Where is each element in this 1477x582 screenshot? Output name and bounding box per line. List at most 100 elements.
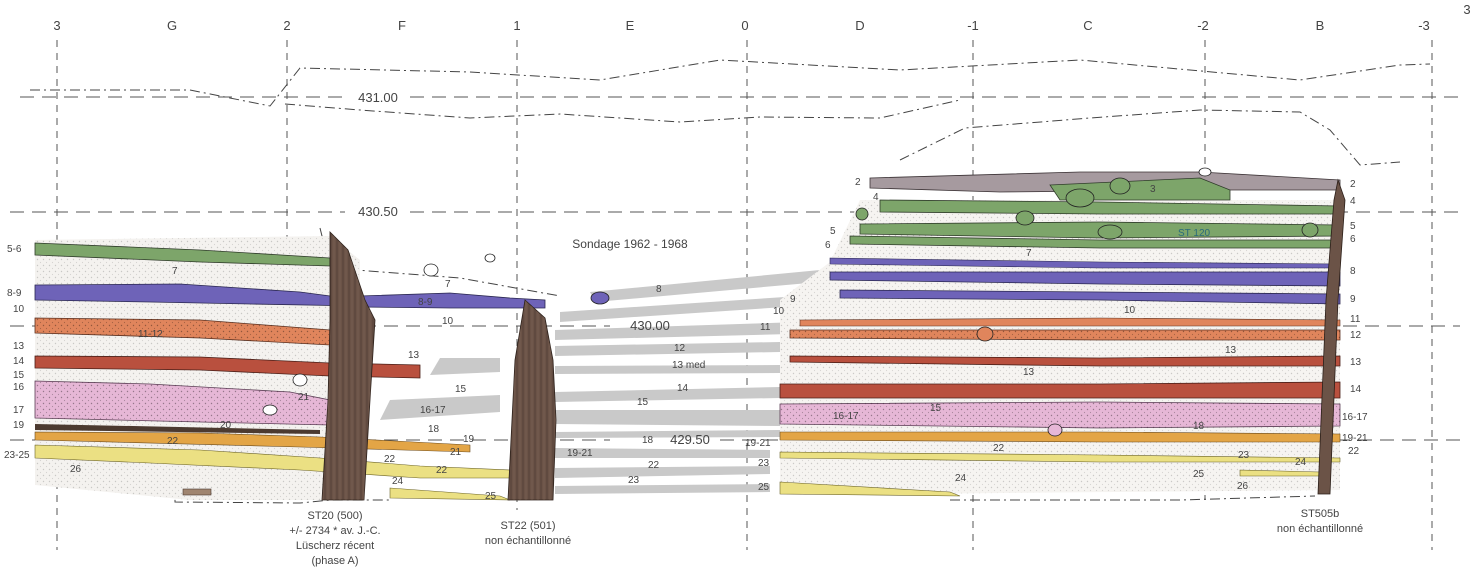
layer-label: 13 med — [672, 360, 705, 371]
layer-label: 16-17 — [420, 405, 446, 416]
post-caption: ST22 (501) — [500, 520, 555, 532]
left-label: 15 — [13, 370, 25, 381]
layer-label: 21 — [450, 447, 462, 458]
layer-label: 8-9 — [418, 297, 433, 308]
right-label: 16-17 — [1342, 412, 1368, 423]
layers-right — [779, 171, 1341, 497]
elevation-429-50: 429.50 — [670, 432, 710, 447]
grid-label-e: E — [626, 18, 635, 33]
layer-label: 15 — [637, 397, 649, 408]
layer-8 — [829, 271, 1341, 287]
layer-label: 18 — [642, 435, 654, 446]
grid-label-0: 0 — [741, 18, 748, 33]
layer-label: 24 — [1295, 457, 1307, 468]
layer-label: 11 — [760, 322, 771, 333]
layer-label: 12 — [674, 343, 686, 354]
layer-label: 13 — [408, 350, 420, 361]
edge-mark: 3 — [1463, 2, 1470, 17]
post-caption: ST505b — [1301, 508, 1340, 520]
layer-label: 24 — [392, 476, 404, 487]
layer-label: 22 — [167, 436, 179, 447]
layer-label: 8 — [656, 284, 662, 295]
left-label: 19 — [13, 420, 25, 431]
layer-label: 11-12 — [138, 329, 163, 340]
elevation-labels: 431.00 430.50 430.00 429.50 — [358, 90, 710, 447]
left-label: 16 — [13, 382, 25, 393]
layer-label: 6 — [825, 240, 831, 251]
left-label: 14 — [13, 356, 25, 367]
left-label: 10 — [13, 304, 25, 315]
post-caption: (phase A) — [311, 555, 358, 567]
grid-label-g: G — [167, 18, 177, 33]
layer-label: 23 — [628, 475, 640, 486]
layer-label: 14 — [677, 383, 689, 394]
elevation-431-00: 431.00 — [358, 90, 398, 105]
layers-left — [34, 236, 546, 501]
grid-label-m1: -1 — [967, 18, 979, 33]
grid-label-2: 2 — [283, 18, 290, 33]
layer-label: 21 — [298, 392, 310, 403]
layer-label: 25 — [758, 482, 770, 493]
layer-14r — [779, 381, 1341, 399]
right-label: 5 — [1350, 221, 1356, 232]
layer-label: 13 — [1225, 345, 1237, 356]
layer-label: 25 — [485, 491, 497, 502]
elevation-430-50: 430.50 — [358, 204, 398, 219]
layer-label: 2 — [855, 177, 861, 188]
post-caption: Lüscherz récent — [296, 540, 374, 552]
right-label: 11 — [1350, 314, 1361, 325]
left-label: 17 — [13, 405, 25, 416]
right-label: 19-21 — [1342, 433, 1368, 444]
layer-label: 22 — [384, 454, 396, 465]
grid-label-c: C — [1083, 18, 1092, 33]
grid-column-labels: 3 G 2 F 1 E 0 D -1 C -2 B -3 3 — [53, 2, 1470, 33]
right-layer-labels: 2 4 5 6 8 9 11 12 13 14 16-17 19-21 22 — [1342, 179, 1368, 457]
layer-label: 15 — [930, 403, 942, 414]
layer-label: 10 — [442, 316, 454, 327]
layer-label: 3 — [1150, 184, 1156, 195]
layer-label: 22 — [648, 460, 660, 471]
grid-label-m2: -2 — [1197, 18, 1209, 33]
layer-label: 5 — [830, 226, 836, 237]
left-label: 8-9 — [7, 288, 22, 299]
sondage-label: Sondage 1962 - 1968 — [572, 237, 688, 251]
right-label: 6 — [1350, 234, 1356, 245]
layer-label: ST 120 — [1178, 228, 1210, 239]
right-label: 2 — [1350, 179, 1356, 190]
layer-label: 7 — [1026, 248, 1032, 259]
layer-label: 7 — [172, 266, 178, 277]
layer-label: 7 — [445, 279, 451, 290]
layer-label: 26 — [70, 464, 82, 475]
layer-label: 22 — [436, 465, 448, 476]
right-label: 22 — [1348, 446, 1360, 457]
layer-label: 4 — [873, 192, 879, 203]
grid-label-1: 1 — [513, 18, 520, 33]
layers-sondage — [380, 270, 820, 494]
left-label: 13 — [13, 341, 25, 352]
layer-label: 23 — [1238, 450, 1250, 461]
right-label: 13 — [1350, 357, 1362, 368]
layer-label: 19-21 — [745, 438, 771, 449]
left-layer-labels: 5-6 8-9 10 13 14 15 16 17 19 23-25 — [4, 244, 30, 461]
right-label: 8 — [1350, 266, 1356, 277]
post-st505b — [1317, 178, 1346, 495]
post-caption: +/- 2734 * av. J.-C. — [289, 525, 380, 537]
left-label: 5-6 — [7, 244, 22, 255]
layer-label: 19 — [463, 434, 475, 445]
layer-label: 16-17 — [833, 411, 859, 422]
layer-9 — [839, 289, 1341, 305]
right-label: 14 — [1350, 384, 1362, 395]
grid-label-f: F — [398, 18, 406, 33]
inner-layer-labels: 7 7 8-9 10 11-12 13 15 16-17 18 21 19 20… — [70, 177, 1307, 502]
post-caption: ST20 (500) — [307, 510, 362, 522]
post-captions: ST20 (500) +/- 2734 * av. J.-C. Lüscherz… — [289, 508, 1363, 567]
layer-label: 10 — [1124, 305, 1136, 316]
layer-label: 19-21 — [567, 448, 593, 459]
grid-label-3: 3 — [53, 18, 60, 33]
layer-label: 13 — [1023, 367, 1035, 378]
right-label: 12 — [1350, 330, 1362, 341]
layer-label: 25 — [1193, 469, 1205, 480]
right-label: 4 — [1350, 196, 1356, 207]
layer-label: 20 — [220, 420, 232, 431]
